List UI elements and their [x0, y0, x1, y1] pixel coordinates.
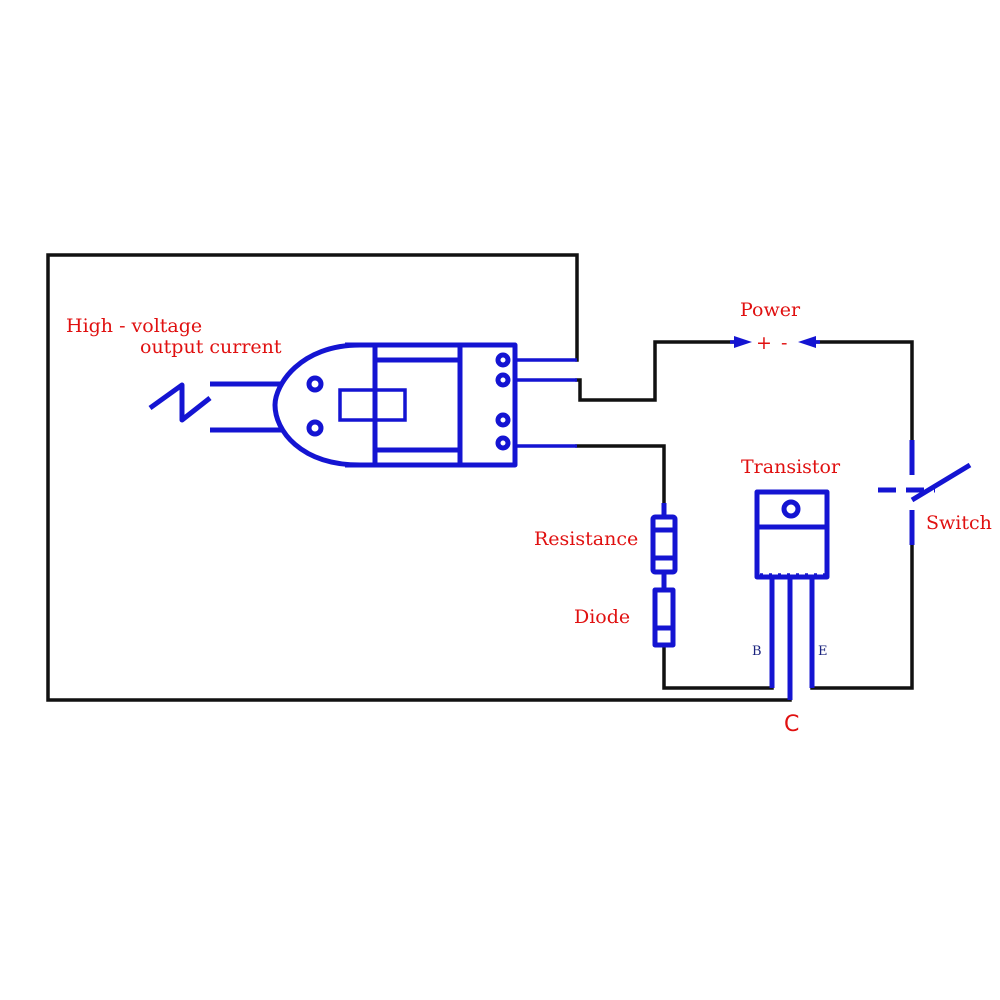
- resistor-feed-wire: [575, 444, 666, 505]
- terminal: [495, 372, 511, 388]
- labels: High - voltage output current Power + - …: [66, 299, 992, 737]
- transistor-mount-hole: [781, 499, 801, 519]
- switch-emitter-wire: [810, 543, 914, 690]
- terminal-block: [457, 342, 518, 468]
- hv-label-line2: output current: [140, 336, 282, 358]
- transistor: [754, 489, 830, 700]
- power-feed-wire: [575, 340, 742, 402]
- terminal: [495, 352, 511, 368]
- transformer-core: [372, 342, 463, 468]
- wires: [46, 253, 914, 702]
- diode-base-wire: [662, 643, 774, 690]
- pin-c-label: C: [784, 712, 799, 737]
- terminal: [495, 412, 511, 428]
- pin-e-label: E: [818, 644, 828, 659]
- switch: [878, 440, 972, 545]
- diode: [652, 587, 676, 648]
- outer-loop-wire: [46, 253, 792, 702]
- socket: [306, 419, 324, 437]
- polarity-plus: +: [756, 332, 772, 354]
- socket: [306, 375, 324, 393]
- diode-body: [652, 587, 676, 648]
- switch-label: Switch: [926, 512, 992, 534]
- high-voltage-output: [148, 381, 282, 433]
- resistor: [650, 503, 678, 590]
- transformer: [272, 342, 577, 468]
- transistor-label: Transistor: [741, 456, 841, 478]
- resistor-body: [650, 514, 678, 575]
- diode-label: Diode: [574, 606, 630, 628]
- polarity-minus: -: [781, 332, 787, 354]
- power-source: [730, 336, 820, 348]
- transformer-dome: [272, 342, 361, 468]
- transistor-tab: [754, 489, 830, 530]
- resistance-label: Resistance: [534, 528, 638, 550]
- pin-b-label: B: [752, 644, 762, 659]
- transistor-body: [754, 524, 830, 580]
- terminal: [495, 435, 511, 451]
- lightning-icon: [148, 382, 212, 423]
- arrow-right-icon: [734, 336, 752, 348]
- transformer-gap: [338, 388, 407, 422]
- power-label: Power: [740, 299, 801, 321]
- arrow-left-icon: [798, 336, 816, 348]
- hv-label-line1: High - voltage: [66, 315, 202, 337]
- power-return-wire: [808, 340, 914, 442]
